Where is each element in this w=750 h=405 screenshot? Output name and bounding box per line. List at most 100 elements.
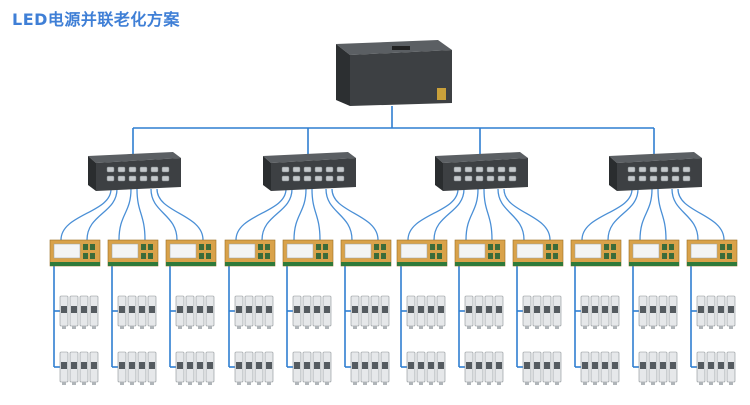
led-driver-group (406, 351, 446, 385)
led-driver-lead (92, 382, 96, 385)
terminal-strip (687, 262, 737, 266)
power-cable (235, 188, 287, 241)
led-driver-label (256, 362, 262, 369)
aging-board-cover (344, 243, 372, 259)
board-component (316, 253, 321, 259)
distribution-box-top (435, 152, 528, 163)
board-component (669, 244, 674, 250)
led-driver-lead (671, 382, 675, 385)
aging-board (282, 239, 334, 267)
aging-board-cover (400, 243, 428, 259)
led-driver-label (602, 362, 608, 369)
led-driver-label (486, 306, 492, 313)
led-driver-lead (545, 382, 549, 385)
led-driver-lead (150, 326, 154, 329)
terminal-strip (283, 262, 333, 266)
distribution-box-front (271, 158, 356, 191)
led-driver-lead (525, 382, 529, 385)
led-driver-group (522, 295, 562, 329)
led-driver-label (266, 306, 272, 313)
led-driver-label (660, 306, 666, 313)
led-driver-group (292, 351, 332, 385)
main-power-supply (336, 40, 452, 106)
output-port (336, 166, 345, 173)
led-driver-lead (545, 326, 549, 329)
terminal-strip (50, 262, 100, 266)
board-component (611, 244, 616, 250)
power-cable (433, 188, 465, 241)
board-component (604, 244, 609, 250)
led-driver-label (728, 306, 734, 313)
led-driver-group (59, 295, 99, 329)
led-driver-label (91, 362, 97, 369)
board-component (90, 244, 95, 250)
led-driver-label (362, 306, 368, 313)
led-driver-lead (82, 326, 86, 329)
led-driver-label (382, 362, 388, 369)
led-driver-group (117, 295, 157, 329)
led-driver-label (698, 362, 704, 369)
aging-board (686, 239, 738, 267)
output-port (497, 175, 506, 182)
led-driver-lead (429, 382, 433, 385)
led-driver-group (292, 295, 332, 329)
board-component (381, 244, 386, 250)
led-driver-lead (247, 382, 251, 385)
board-component (374, 244, 379, 250)
led-driver-label (314, 362, 320, 369)
led-driver-lead (671, 326, 675, 329)
led-driver-lead (295, 382, 299, 385)
led-driver-label (207, 306, 213, 313)
led-driver-lead (247, 326, 251, 329)
board-component (206, 244, 211, 250)
output-port (281, 175, 290, 182)
output-port (161, 175, 170, 182)
led-driver-group (175, 351, 215, 385)
board-component (141, 253, 146, 259)
devices-layer (49, 40, 738, 385)
led-driver-label (718, 306, 724, 313)
led-driver-label (129, 362, 135, 369)
led-driver-lead (535, 326, 539, 329)
aging-board-cover (169, 243, 197, 259)
terminal-strip (455, 262, 505, 266)
aging-board (340, 239, 392, 267)
led-driver-lead (178, 382, 182, 385)
power-cable (311, 188, 321, 241)
led-driver-lead (72, 326, 76, 329)
aging-board-cover (574, 243, 602, 259)
distribution-box-top (88, 152, 181, 163)
output-port (671, 175, 680, 182)
led-driver-lead (363, 382, 367, 385)
led-driver-lead (188, 382, 192, 385)
output-port (627, 166, 636, 173)
output-port (128, 175, 137, 182)
led-driver-lead (373, 382, 377, 385)
led-driver-label (592, 306, 598, 313)
led-driver-lead (325, 382, 329, 385)
led-driver-group (580, 351, 620, 385)
aging-board-cover (111, 243, 139, 259)
led-driver-label (408, 362, 414, 369)
led-driver-label (428, 362, 434, 369)
terminal-strip (397, 262, 447, 266)
led-driver-label (177, 306, 183, 313)
led-driver-label (476, 306, 482, 313)
led-driver-lead (661, 382, 665, 385)
led-driver-label (352, 306, 358, 313)
output-port (325, 166, 334, 173)
led-driver-label (418, 306, 424, 313)
terminal-strip (225, 262, 275, 266)
led-driver-lead (593, 326, 597, 329)
aging-board (570, 239, 622, 267)
aging-board (396, 239, 448, 267)
distribution-box-top (609, 152, 702, 163)
power-cable (86, 188, 118, 241)
distribution-box (609, 152, 702, 191)
led-driver-lead (729, 326, 733, 329)
led-driver-lead (325, 326, 329, 329)
output-port (627, 175, 636, 182)
distribution-box-front (96, 158, 181, 191)
led-driver-lead (709, 382, 713, 385)
aging-board-cover (53, 243, 81, 259)
